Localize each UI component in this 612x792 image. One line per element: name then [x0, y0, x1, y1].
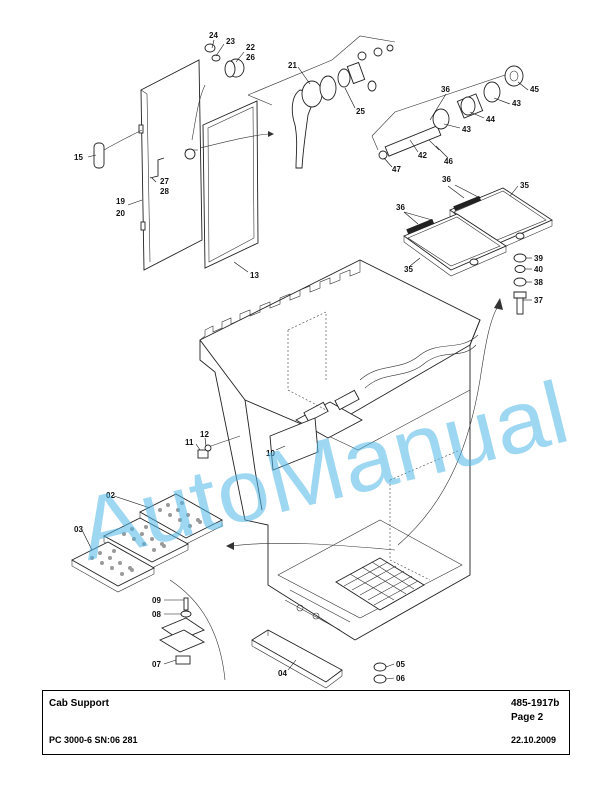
- arrowhead: [494, 298, 503, 310]
- handle-assembly: [247, 35, 396, 169]
- page-number: Page 2: [511, 712, 544, 723]
- callout-19: 19: [116, 197, 125, 206]
- callout-35-upper: 35: [520, 181, 529, 190]
- assembly-arrow-step: [231, 542, 396, 551]
- handle-15: [93, 129, 143, 169]
- callout-26: 26: [246, 53, 255, 62]
- parts-diagram: 24 23 22 26 21 25 36 45 43 44 43 42 46 4…: [71, 31, 553, 689]
- callout-12: 12: [200, 430, 209, 439]
- door-panel: [138, 59, 203, 271]
- callout-46: 46: [444, 157, 453, 166]
- callout-03: 03: [74, 525, 83, 534]
- callout-04: 04: [278, 669, 287, 678]
- hatch-cover-lower: [403, 195, 507, 277]
- latch-rod: [149, 157, 165, 179]
- damper-assembly: [371, 65, 524, 160]
- cover-plate-10: [269, 417, 319, 471]
- callout-23: 23: [226, 37, 235, 46]
- callout-09: 09: [152, 596, 161, 605]
- channel-04: [251, 629, 343, 689]
- callout-10: 10: [266, 449, 275, 458]
- callout-44: 44: [486, 115, 495, 124]
- callout-05: 05: [396, 660, 405, 669]
- lock-cylinder: [204, 43, 245, 78]
- callout-47: 47: [392, 165, 401, 174]
- lock-rod: [191, 84, 206, 141]
- callout-36-mid: 36: [442, 175, 451, 184]
- step-middle: [103, 517, 189, 569]
- floor-mesh: [343, 561, 419, 606]
- callout-24: 24: [209, 31, 218, 40]
- callout-25: 25: [356, 107, 365, 116]
- callout-20: 20: [116, 209, 125, 218]
- arrowhead: [226, 542, 234, 550]
- callout-08: 08: [152, 610, 161, 619]
- step-03: [71, 541, 155, 593]
- bolt-stack: [513, 253, 527, 315]
- callout-07: 07: [152, 660, 161, 669]
- callout-15: 15: [74, 153, 83, 162]
- detail-circle: [169, 579, 226, 681]
- step-02: [139, 493, 223, 545]
- callouts: 24 23 22 26 21 25 36 45 43 44 43 42 46 4…: [74, 31, 543, 683]
- nuts-05-06: [373, 662, 387, 684]
- callout-39: 39: [534, 254, 543, 263]
- callout-38: 38: [534, 278, 543, 287]
- callout-36-top: 36: [441, 85, 450, 94]
- document-number: 485-1917b: [511, 698, 560, 709]
- callout-40: 40: [534, 265, 543, 274]
- callout-02: 02: [106, 491, 115, 500]
- arrowhead: [268, 131, 274, 137]
- callout-28: 28: [160, 187, 169, 196]
- cab-support-body: [199, 259, 481, 641]
- window-seal: [202, 100, 259, 269]
- assembly-arrow-hatch: [397, 305, 499, 546]
- lock-knob: [184, 148, 196, 160]
- callout-45: 45: [530, 85, 539, 94]
- callout-22: 22: [246, 43, 255, 52]
- issue-date: 22.10.2009: [511, 735, 557, 745]
- callout-35-lower: 35: [404, 265, 413, 274]
- callout-43-lower: 43: [462, 125, 471, 134]
- callout-13: 13: [250, 271, 259, 280]
- leader-lines: [81, 39, 532, 680]
- fastener-11-12: [197, 435, 241, 459]
- callout-42: 42: [418, 151, 427, 160]
- callout-06: 06: [396, 674, 405, 683]
- drawing-title: Cab Support: [49, 698, 109, 709]
- callout-36-low: 36: [396, 203, 405, 212]
- callout-43-upper: 43: [512, 99, 521, 108]
- model-serial: PC 3000-6 SN:06 281: [49, 735, 138, 745]
- callout-27: 27: [160, 177, 169, 186]
- bracket-07: [159, 597, 205, 665]
- callout-11: 11: [185, 438, 194, 447]
- callout-21: 21: [288, 61, 297, 70]
- callout-37: 37: [534, 296, 543, 305]
- title-block: Cab Support 485-1917b Page 2 PC 3000-6 S…: [42, 690, 570, 755]
- assembly-arrow-door: [199, 133, 269, 149]
